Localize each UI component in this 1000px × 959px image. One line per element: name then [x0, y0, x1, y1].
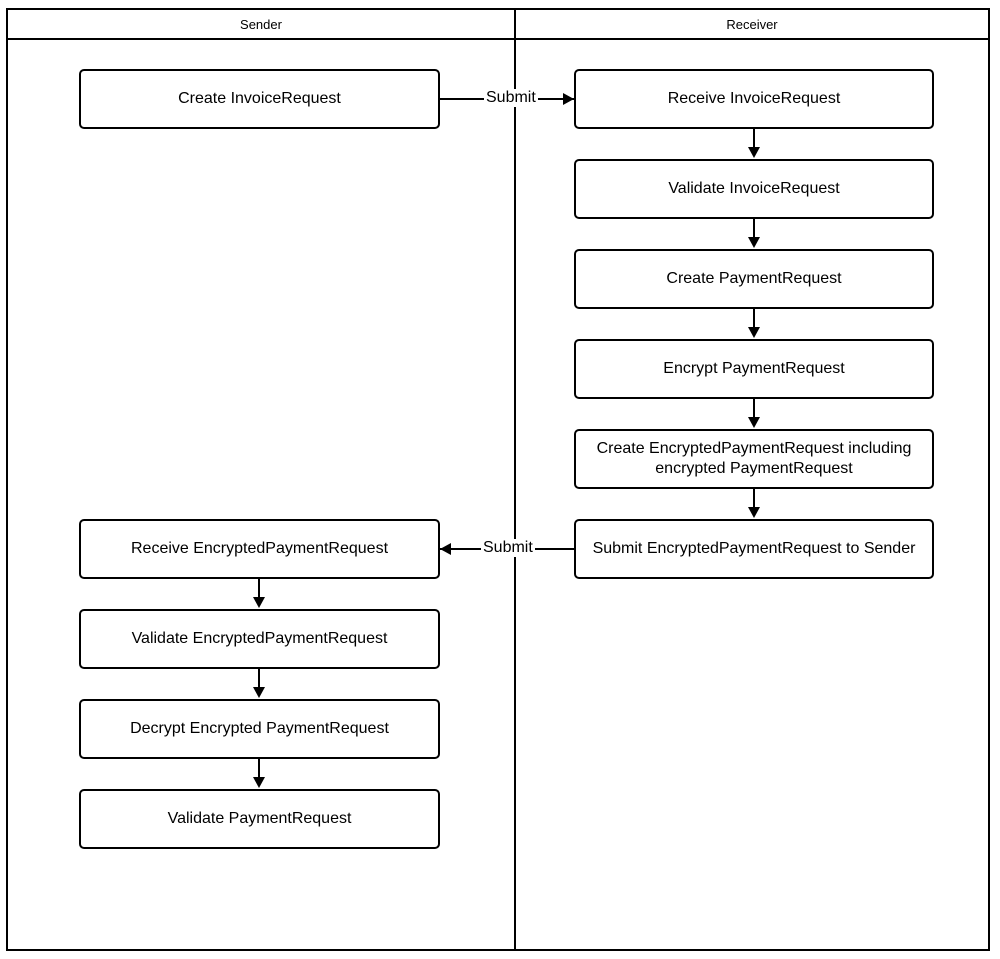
lane-header-row: Sender Receiver	[8, 10, 988, 40]
node-receive-encryptedpaymentrequest[interactable]: Receive EncryptedPaymentRequest	[79, 519, 440, 579]
edge-receive-to-validate-invoicerequest	[753, 129, 755, 148]
node-validate-invoicerequest[interactable]: Validate InvoiceRequest	[574, 159, 934, 219]
edge-validate-encryptedpaymentrequest-to-decrypt	[258, 669, 260, 688]
arrowhead-down-icon	[748, 417, 760, 428]
arrowhead-down-icon	[748, 327, 760, 338]
edge-label-submit-bottom: Submit	[481, 539, 535, 557]
node-validate-paymentrequest[interactable]: Validate PaymentRequest	[79, 789, 440, 849]
lane-divider	[514, 10, 516, 951]
node-submit-encryptedpaymentrequest-to-sender[interactable]: Submit EncryptedPaymentRequest to Sender	[574, 519, 934, 579]
arrowhead-down-icon	[748, 237, 760, 248]
arrowhead-down-icon	[253, 777, 265, 788]
arrowhead-down-icon	[748, 507, 760, 518]
edge-label-submit-top: Submit	[484, 89, 538, 107]
node-create-paymentrequest[interactable]: Create PaymentRequest	[574, 249, 934, 309]
node-encrypt-paymentrequest[interactable]: Encrypt PaymentRequest	[574, 339, 934, 399]
edge-create-encryptedpaymentrequest-to-submit	[753, 489, 755, 508]
node-create-encryptedpaymentrequest[interactable]: Create EncryptedPaymentRequest including…	[574, 429, 934, 489]
edge-create-to-encrypt-paymentrequest	[753, 309, 755, 328]
edge-encrypt-to-create-encryptedpaymentrequest	[753, 399, 755, 418]
lane-header-sender: Sender	[240, 17, 282, 32]
node-create-invoicerequest[interactable]: Create InvoiceRequest	[79, 69, 440, 129]
lane-header-receiver: Receiver	[726, 17, 778, 32]
arrowhead-left-icon	[440, 543, 451, 555]
arrowhead-right-icon	[563, 93, 574, 105]
arrowhead-down-icon	[253, 597, 265, 608]
arrowhead-down-icon	[253, 687, 265, 698]
edge-validate-invoicerequest-to-create-paymentrequest	[753, 219, 755, 238]
edge-decrypt-to-validate-paymentrequest	[258, 759, 260, 778]
arrowhead-down-icon	[748, 147, 760, 158]
edge-receive-to-validate-encryptedpaymentrequest	[258, 579, 260, 598]
node-decrypt-encrypted-paymentrequest[interactable]: Decrypt Encrypted PaymentRequest	[79, 699, 440, 759]
node-validate-encryptedpaymentrequest[interactable]: Validate EncryptedPaymentRequest	[79, 609, 440, 669]
node-receive-invoicerequest[interactable]: Receive InvoiceRequest	[574, 69, 934, 129]
